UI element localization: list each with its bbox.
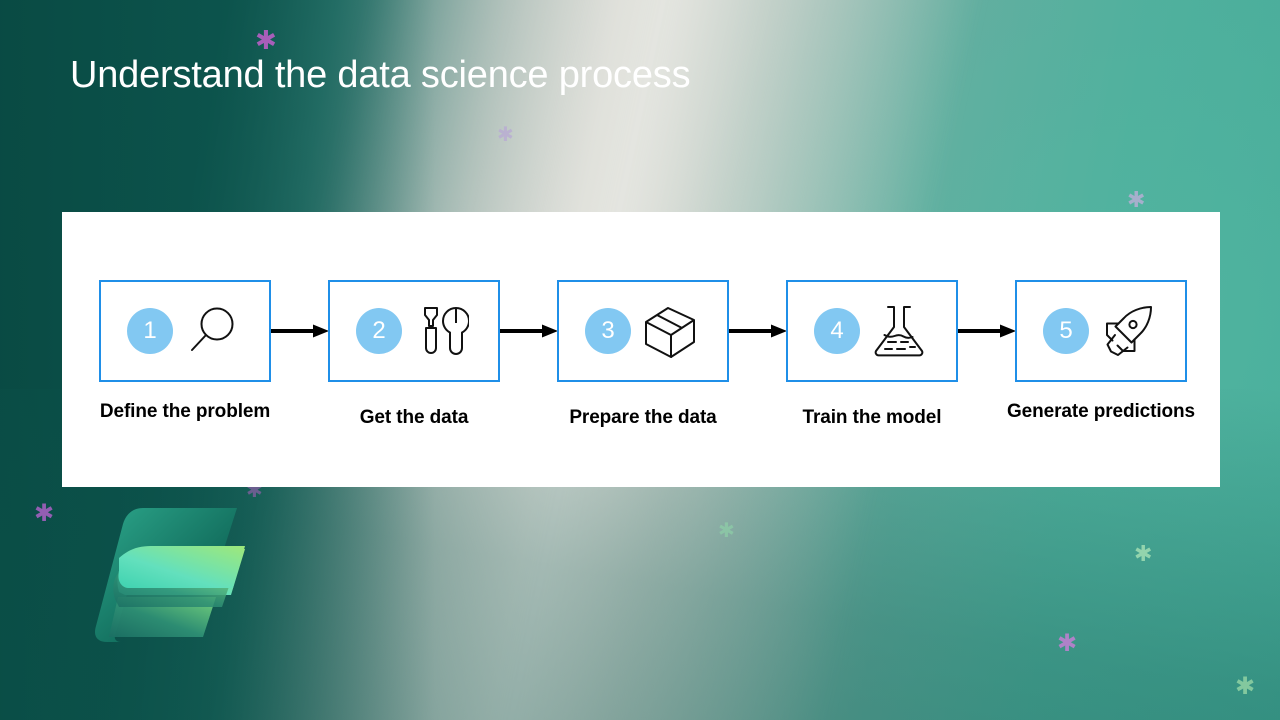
arrow-right-icon-2 xyxy=(500,324,558,338)
magnifying-glass-icon xyxy=(181,300,243,362)
flask-icon xyxy=(868,300,930,362)
process-step-3[interactable]: 3 Prep xyxy=(557,280,729,428)
step-number-1: 1 xyxy=(127,308,173,354)
process-step-4[interactable]: 4 xyxy=(786,280,958,428)
step-number-5: 5 xyxy=(1043,308,1089,354)
arrow-right-icon-4 xyxy=(958,324,1016,338)
content-card: 1 Define the problem 2 xyxy=(62,212,1220,487)
process-diagram: 1 Define the problem 2 xyxy=(62,212,1220,487)
arrow-right-icon-1 xyxy=(271,324,329,338)
step-number-4: 4 xyxy=(814,308,860,354)
box-icon xyxy=(639,300,701,362)
step-label-4: Train the model xyxy=(802,407,942,428)
step-number-2: 2 xyxy=(356,308,402,354)
step-label-3: Prepare the data xyxy=(569,407,717,428)
step-number-3: 3 xyxy=(585,308,631,354)
step-box-2[interactable]: 2 xyxy=(328,280,500,382)
process-step-2[interactable]: 2 Get the data xyxy=(328,280,500,428)
process-step-5[interactable]: 5 xyxy=(1007,280,1195,422)
step-label-2: Get the data xyxy=(359,407,469,428)
rocket-icon xyxy=(1097,300,1159,362)
page-title: Understand the data science process xyxy=(70,54,691,96)
step-label-5: Generate predictions xyxy=(1006,401,1196,422)
tools-icon xyxy=(410,300,472,362)
step-box-1[interactable]: 1 xyxy=(99,280,271,382)
step-box-3[interactable]: 3 xyxy=(557,280,729,382)
fabric-logo xyxy=(85,502,250,652)
step-box-4[interactable]: 4 xyxy=(786,280,958,382)
process-step-1[interactable]: 1 Define the problem xyxy=(99,280,271,422)
arrow-right-icon-3 xyxy=(729,324,787,338)
step-label-1: Define the problem xyxy=(99,401,271,422)
step-box-5[interactable]: 5 xyxy=(1015,280,1187,382)
